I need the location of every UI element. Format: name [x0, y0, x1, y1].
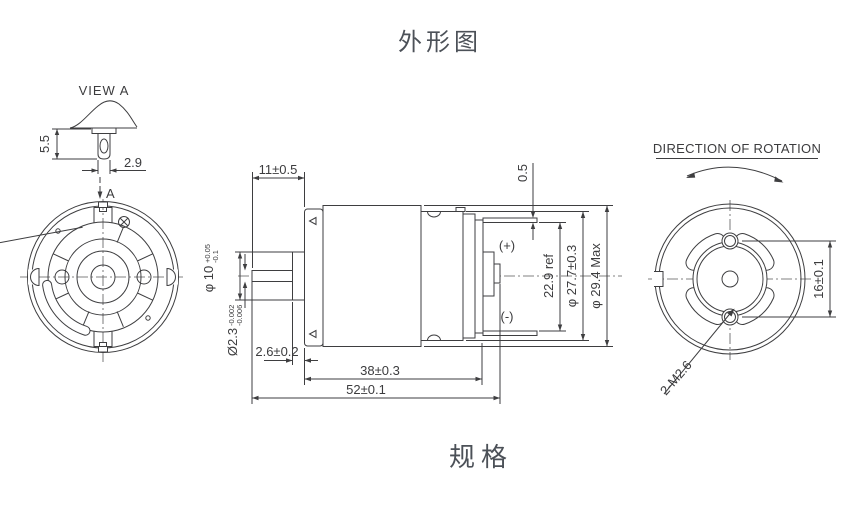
view-a-detail: VIEW A 5.5 2.9 A	[37, 83, 146, 201]
rear-spokes	[0, 226, 154, 327]
direction-of-rotation-label: DIRECTION OF ROTATION	[653, 141, 821, 156]
section-arrow-label: A	[106, 186, 115, 201]
gearbox-face-plate	[304, 208, 324, 347]
dim-body-length: 38±0.3	[360, 363, 400, 378]
arrowhead-down-icon	[54, 153, 60, 159]
dim-motor-diameter: φ 27.7±0.3	[564, 245, 579, 308]
gearbox-body	[322, 205, 422, 347]
front-shaft-hole	[721, 270, 739, 288]
rotation-arrow-icon	[686, 166, 784, 183]
rear-edge-notches	[28, 267, 178, 287]
rear-side-hole-left	[54, 269, 70, 285]
dim-view-a-width: 2.9	[124, 155, 142, 170]
svg-text:-0.006: -0.006	[235, 305, 244, 326]
dim-shaft-protrusion: 11±0.5	[259, 162, 298, 177]
front-end-view: DIRECTION OF ROTATION	[648, 141, 836, 398]
rear-end-view	[0, 199, 186, 362]
page-title-outline: 外形图	[398, 29, 482, 56]
screw-head-icon	[118, 216, 130, 228]
rear-side-hole-right	[136, 269, 152, 285]
motor-can	[420, 211, 464, 341]
view-a-label: VIEW A	[79, 83, 130, 98]
front-edge-notch	[652, 271, 664, 287]
vent-slots	[685, 233, 775, 325]
dim-total-length: 52±0.1	[346, 382, 386, 397]
terminal-flange	[91, 127, 117, 134]
dim-view-a-height: 5.5	[37, 135, 52, 153]
mount-holes	[721, 232, 739, 326]
terminal-negative-tab	[482, 330, 538, 336]
dim-boss-diameter: φ 10 +0.05 -0.1	[201, 244, 220, 292]
dim-boss-length: 2.6±0.2	[255, 344, 298, 359]
rear-terminals	[93, 201, 113, 353]
shaft-boss	[292, 251, 305, 301]
svg-text:-0.1: -0.1	[211, 250, 220, 263]
can-tab	[455, 207, 466, 212]
rear-tab-mark-1	[55, 228, 61, 234]
can-crimp-top	[427, 211, 441, 218]
rear-tab-mark-2	[145, 315, 151, 321]
terminal-hole	[99, 138, 109, 154]
rear-ring-outer	[47, 221, 159, 333]
rear-bearing-circle	[76, 250, 130, 304]
terminal-negative-label: (-)	[501, 309, 514, 324]
terminal-cap-profile	[69, 100, 138, 129]
rear-boss-tip	[493, 263, 501, 284]
output-shaft	[251, 270, 294, 282]
can-crimp-bottom	[427, 334, 441, 341]
terminal-positive-tab	[482, 217, 538, 223]
datum-triangle-bottom-icon	[308, 329, 317, 339]
arrowhead-left-icon	[110, 168, 117, 173]
front-bearing-boss-outer	[692, 241, 768, 317]
terminal-positive-label: (+)	[499, 238, 515, 253]
brush-plate	[474, 219, 484, 334]
dim-terminal-span: 22.9 ref	[541, 254, 556, 298]
end-cap	[462, 213, 476, 339]
svg-text:φ 10: φ 10	[201, 266, 216, 293]
section-arrow-icon	[97, 191, 103, 199]
svg-text:-0.002: -0.002	[227, 305, 236, 326]
dim-gearbox-diameter: φ 29.4 Max	[588, 243, 603, 309]
dim-shaft-diameter: Ø2.3 -0.002 -0.006	[225, 305, 244, 356]
rear-bearing-boss	[482, 251, 495, 297]
rear-shaft-hole	[90, 264, 116, 290]
mount-hole-spec-label: 2-M2.6	[657, 358, 695, 398]
terminal-tab	[97, 133, 111, 160]
dim-terminal-offset: 0.5	[515, 164, 530, 182]
rear-ring-inner	[64, 238, 142, 316]
side-view: (+) (-)	[238, 205, 622, 347]
side-view-dimensions: 11±0.5 0.5 φ 10 +0.05 -0.1 Ø2.3 -0.002 -…	[201, 162, 613, 404]
rear-curved-slot	[42, 279, 91, 336]
arrowhead-up-icon	[54, 129, 60, 135]
dim-mount-hole-spacing: 16±0.1	[811, 259, 826, 299]
arrowhead-right-icon	[91, 168, 98, 173]
page-title-spec: 规格	[449, 442, 513, 472]
svg-text:+0.05: +0.05	[203, 244, 212, 263]
datum-triangle-top-icon	[308, 216, 317, 226]
svg-text:Ø2.3: Ø2.3	[225, 328, 240, 356]
